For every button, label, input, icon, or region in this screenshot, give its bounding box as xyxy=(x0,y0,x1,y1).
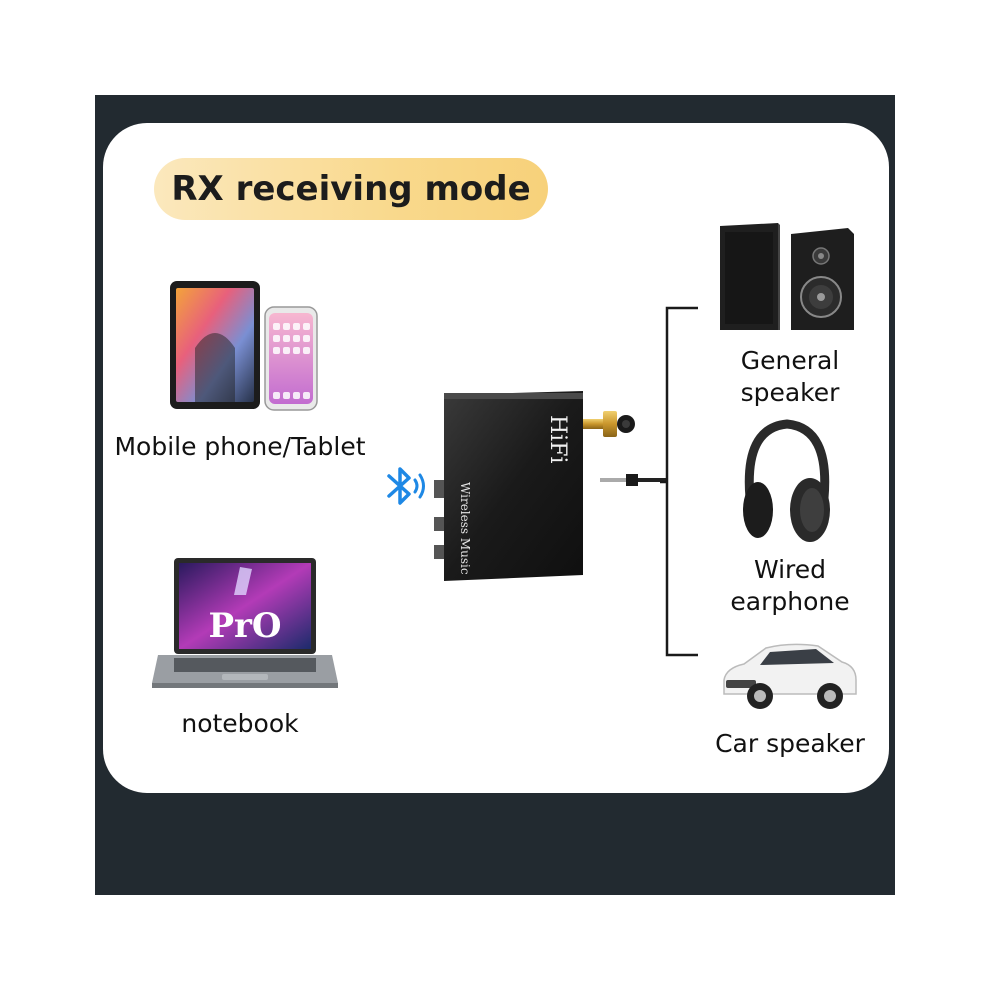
general-speaker-label: General speaker xyxy=(700,345,880,409)
mobile-tablet-label: Mobile phone/Tablet xyxy=(114,432,366,461)
wired-earphone-label: Wired earphone xyxy=(700,554,880,618)
receiver-device: HiFi Wireless Music xyxy=(434,391,668,581)
mode-title: RX receiving mode xyxy=(154,158,548,220)
bluetooth-icon xyxy=(387,467,425,505)
wireless-music-label: Wireless Music xyxy=(458,482,472,575)
bookshelf-speakers-icon xyxy=(720,223,854,330)
wired-earphone-label-line1: Wired xyxy=(753,555,827,584)
car-speaker-label: Car speaker xyxy=(715,729,865,758)
general-speaker-label-line1: General xyxy=(740,346,840,375)
laptop-icon: PrO xyxy=(152,558,338,688)
car-icon xyxy=(723,643,857,709)
hifi-label: HiFi xyxy=(545,415,570,464)
wired-earphone-label-line2: earphone xyxy=(730,587,850,616)
notebook-label: notebook xyxy=(181,709,299,738)
output-connector-lines xyxy=(660,306,698,657)
laptop-screen-text: PrO xyxy=(208,606,281,646)
general-speaker-label-line2: speaker xyxy=(740,378,840,407)
headphones-icon xyxy=(743,419,830,542)
tablet-phone-icon xyxy=(170,281,318,411)
